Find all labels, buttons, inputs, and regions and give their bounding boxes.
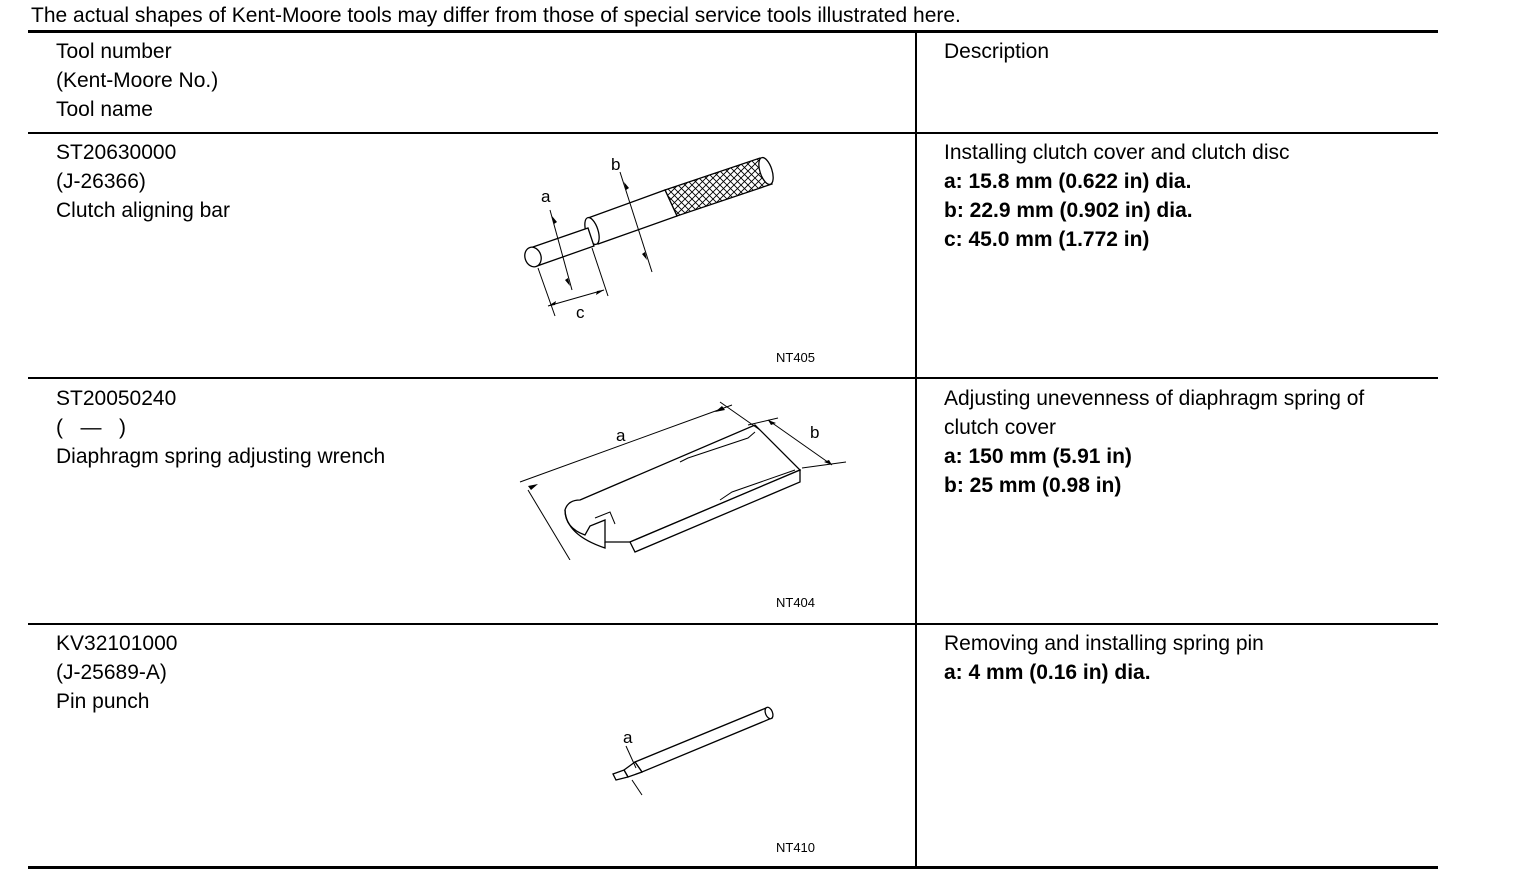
description-line-1: Adjusting unevenness of diaphragm spring…: [944, 387, 1365, 410]
header-tool-number: Tool number: [56, 40, 172, 63]
row-divider-1: [28, 377, 1438, 379]
label-b: b: [611, 155, 620, 174]
diaphragm-spring-wrench-illustration: a b: [510, 400, 855, 560]
label-b: b: [810, 423, 819, 442]
tool-row-3-identity: KV32101000 (J-25689-A) Pin punch: [56, 629, 177, 716]
tool-row-1-description: Installing clutch cover and clutch disc …: [944, 138, 1290, 254]
header-tool-name: Tool name: [56, 98, 153, 121]
kent-moore-number: ( — ): [56, 416, 126, 439]
clutch-aligning-bar-illustration: a b c: [510, 150, 790, 325]
spec-b: b: 22.9 mm (0.902 in) dia.: [944, 199, 1193, 222]
figure-code-nt405: NT405: [776, 350, 816, 365]
figure-code-nt404: NT404: [776, 595, 816, 610]
tool-name: Pin punch: [56, 690, 150, 713]
disclaimer-note: The actual shapes of Kent-Moore tools ma…: [31, 4, 961, 27]
table-bottom-rule: [28, 866, 1438, 869]
tool-row-2-description: Adjusting unevenness of diaphragm spring…: [944, 384, 1364, 500]
label-a: a: [623, 728, 633, 747]
tool-number: ST20630000: [56, 141, 177, 164]
label-a: a: [616, 426, 626, 445]
tool-row-2-identity: ST20050240 ( — ) Diaphragm spring adjust…: [56, 384, 385, 471]
spec-c: c: 45.0 mm (1.772 in): [944, 228, 1150, 251]
table-top-rule: [28, 30, 1438, 33]
description-text: Installing clutch cover and clutch disc: [944, 141, 1290, 164]
tool-name: Clutch aligning bar: [56, 199, 230, 222]
label-c: c: [576, 303, 585, 322]
spec-b: b: 25 mm (0.98 in): [944, 474, 1122, 497]
header-tool-column: Tool number (Kent-Moore No.) Tool name: [56, 37, 218, 124]
description-text: Removing and installing spring pin: [944, 632, 1264, 655]
header-bottom-rule: [28, 132, 1438, 134]
tool-number: ST20050240: [56, 387, 177, 410]
kent-moore-number: (J-26366): [56, 170, 146, 193]
description-line-2: clutch cover: [944, 416, 1057, 439]
tool-row-1-identity: ST20630000 (J-26366) Clutch aligning bar: [56, 138, 230, 225]
kent-moore-number: (J-25689-A): [56, 661, 167, 684]
tool-number: KV32101000: [56, 632, 178, 655]
pin-punch-illustration: a: [600, 700, 785, 800]
tool-name: Diaphragm spring adjusting wrench: [56, 445, 386, 468]
spec-a: a: 15.8 mm (0.622 in) dia.: [944, 170, 1192, 193]
spec-a: a: 4 mm (0.16 in) dia.: [944, 661, 1151, 684]
spec-a: a: 150 mm (5.91 in): [944, 445, 1132, 468]
label-a: a: [541, 187, 551, 206]
header-description: Description: [944, 40, 1050, 63]
figure-code-nt410: NT410: [776, 840, 816, 855]
tool-row-3-description: Removing and installing spring pin a: 4 …: [944, 629, 1264, 687]
header-kent-moore: (Kent-Moore No.): [56, 69, 219, 92]
row-divider-2: [28, 623, 1438, 625]
column-divider: [915, 32, 917, 868]
